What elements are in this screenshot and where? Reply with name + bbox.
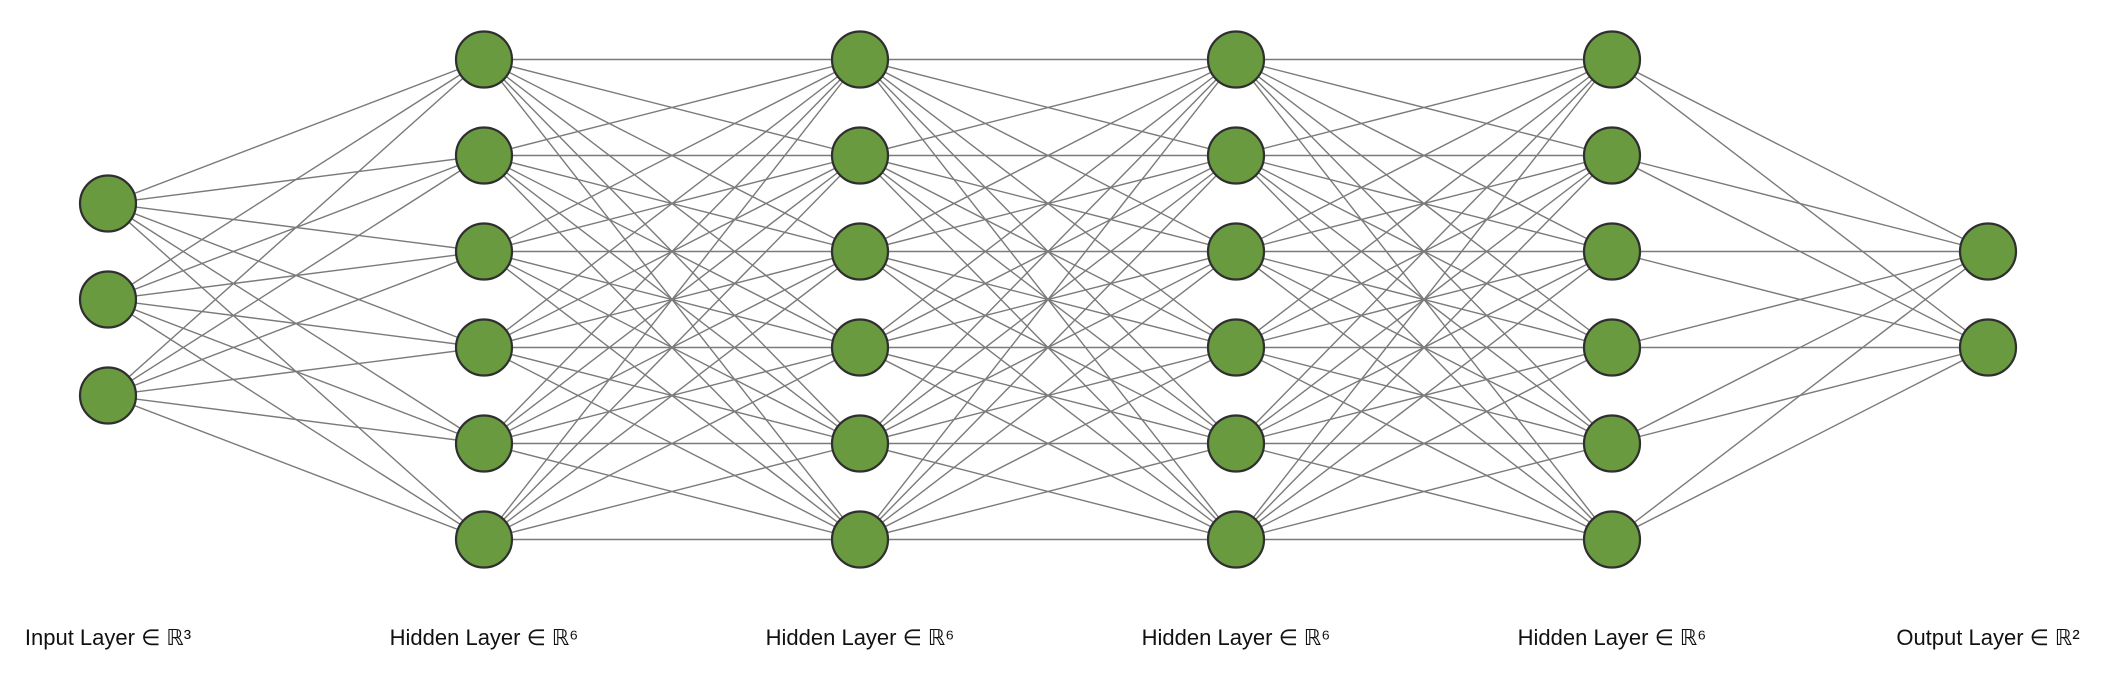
neuron-layer5-unit1 — [1958, 318, 2018, 377]
neuron-layer0-unit1 — [78, 270, 138, 329]
edge-l4-n4-to-l5-n0 — [1611, 250, 1989, 445]
neuron-layer0-unit2 — [78, 366, 138, 425]
neuron-layer1-unit4 — [454, 414, 514, 473]
layer-label-3: Hidden Layer ∈ ℝ⁶ — [1142, 625, 1331, 650]
neuron-layer4-unit2 — [1582, 222, 1642, 281]
edge-l4-n5-to-l5-n0 — [1611, 250, 1989, 541]
edge-l2-n4-to-l3-n0 — [859, 59, 1237, 444]
edge-l2-n5-to-l3-n4 — [859, 442, 1237, 541]
edge-l1-n5-to-l2-n3 — [483, 346, 861, 541]
edge-l3-n5-to-l4-n2 — [1235, 250, 1613, 541]
edge-l2-n5-to-l3-n3 — [859, 346, 1237, 541]
edge-l0-n2-to-l1-n0 — [107, 58, 485, 397]
neuron-layer3-unit0 — [1206, 30, 1266, 89]
edge-l4-n1-to-l5-n0 — [1611, 154, 1989, 253]
edge-l1-n5-to-l2-n4 — [483, 442, 861, 541]
edge-l0-n2-to-l1-n4 — [107, 394, 485, 445]
neuron-layer4-unit1 — [1582, 126, 1642, 185]
edge-l4-n0-to-l5-n0 — [1611, 58, 1989, 253]
edge-l1-n1-to-l2-n0 — [483, 58, 861, 157]
layer-label-5: Output Layer ∈ ℝ² — [1896, 625, 2079, 650]
neuron-layer4-unit3 — [1582, 318, 1642, 377]
layer-label-0: Input Layer ∈ ℝ³ — [25, 625, 191, 650]
edge-l3-n4-to-l4-n0 — [1235, 59, 1613, 444]
edge-l1-n5-to-l2-n1 — [483, 155, 861, 540]
edge-l0-n0-to-l1-n0 — [107, 58, 485, 205]
neuron-layer4-unit5 — [1582, 510, 1642, 569]
edge-l1-n2-to-l2-n0 — [483, 58, 861, 253]
layer-label-4: Hidden Layer ∈ ℝ⁶ — [1518, 625, 1707, 650]
neuron-layer2-unit2 — [830, 222, 890, 281]
edge-l1-n3-to-l2-n0 — [483, 58, 861, 349]
edge-l3-n3-to-l4-n0 — [1235, 58, 1613, 349]
edge-l0-n2-to-l1-n2 — [107, 250, 485, 397]
edge-l4-n3-to-l5-n0 — [1611, 250, 1989, 349]
neuron-layer3-unit3 — [1206, 318, 1266, 377]
layer-label-2: Hidden Layer ∈ ℝ⁶ — [766, 625, 955, 650]
neuron-layer2-unit4 — [830, 414, 890, 473]
neuron-layer3-unit5 — [1206, 510, 1266, 569]
edge-l3-n5-to-l4-n0 — [1235, 59, 1613, 540]
edge-l3-n1-to-l4-n0 — [1235, 58, 1613, 157]
edge-l0-n2-to-l1-n3 — [107, 346, 485, 397]
neuron-layer1-unit2 — [454, 222, 514, 281]
neuron-layer3-unit1 — [1206, 126, 1266, 185]
neuron-layer0-unit0 — [78, 174, 138, 233]
neuron-layer2-unit1 — [830, 126, 890, 185]
neuron-layer4-unit4 — [1582, 414, 1642, 473]
edge-l2-n1-to-l3-n0 — [859, 58, 1237, 157]
edge-l0-n2-to-l1-n1 — [107, 154, 485, 397]
neuron-layer3-unit4 — [1206, 414, 1266, 473]
edge-l3-n5-to-l4-n4 — [1235, 442, 1613, 541]
edge-l0-n2-to-l1-n5 — [107, 394, 485, 541]
edge-l2-n3-to-l3-n0 — [859, 58, 1237, 349]
edge-l3-n2-to-l4-n0 — [1235, 58, 1613, 253]
neuron-layer3-unit2 — [1206, 222, 1266, 281]
edge-l1-n4-to-l2-n0 — [483, 59, 861, 444]
connections — [107, 58, 1989, 541]
edge-l2-n2-to-l3-n0 — [859, 58, 1237, 253]
layer-labels: Input Layer ∈ ℝ³ Hidden Layer ∈ ℝ⁶ Hidden … — [25, 625, 2080, 650]
neuron-layer1-unit5 — [454, 510, 514, 569]
neuron-layer2-unit0 — [830, 30, 890, 89]
neuron-layer4-unit0 — [1582, 30, 1642, 89]
neuron-layer2-unit3 — [830, 318, 890, 377]
edge-l2-n5-to-l3-n2 — [859, 250, 1237, 541]
edge-l0-n1-to-l1-n0 — [107, 58, 485, 301]
neuron-layer5-unit0 — [1958, 222, 2018, 281]
neuron-layer1-unit0 — [454, 30, 514, 89]
neurons — [78, 30, 2018, 569]
edge-l3-n5-to-l4-n1 — [1235, 155, 1613, 540]
edge-l4-n5-to-l5-n1 — [1611, 346, 1989, 541]
edge-l1-n5-to-l2-n0 — [483, 59, 861, 540]
edge-l2-n5-to-l3-n0 — [859, 59, 1237, 540]
edge-l1-n5-to-l2-n2 — [483, 250, 861, 541]
neuron-layer2-unit5 — [830, 510, 890, 569]
edge-l3-n5-to-l4-n3 — [1235, 346, 1613, 541]
layer-label-1: Hidden Layer ∈ ℝ⁶ — [390, 625, 579, 650]
edge-l2-n5-to-l3-n1 — [859, 155, 1237, 540]
neuron-layer1-unit1 — [454, 126, 514, 185]
neuron-layer1-unit3 — [454, 318, 514, 377]
